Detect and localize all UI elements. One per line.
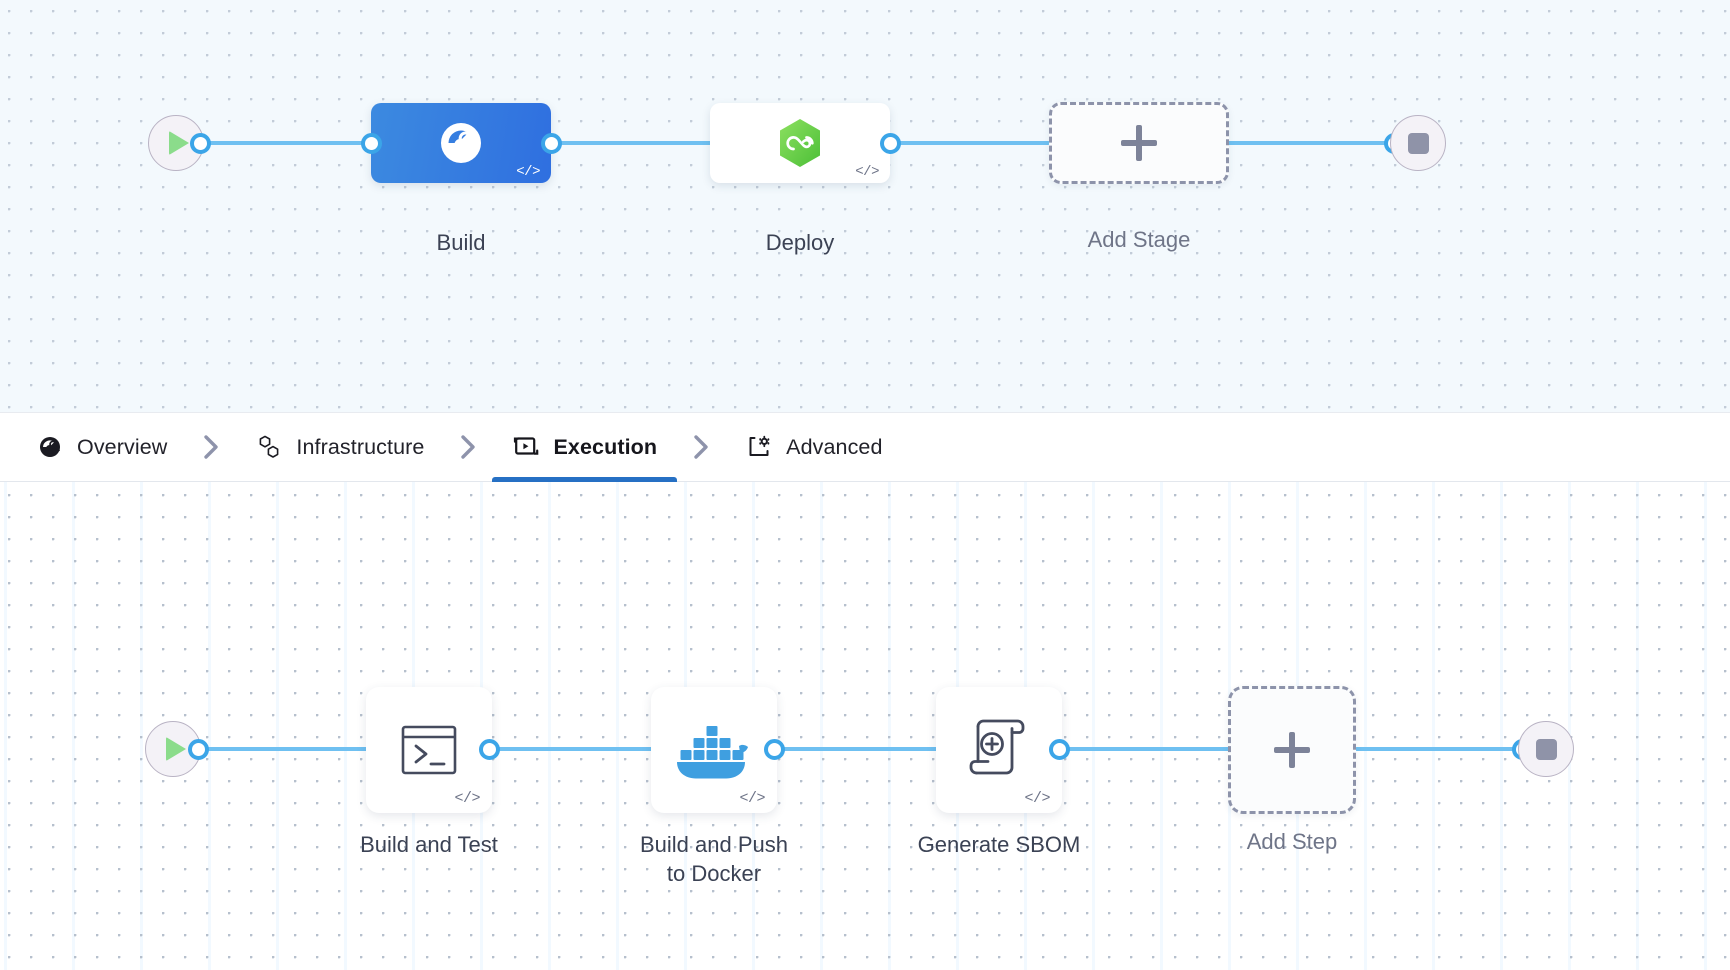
stage-port-deploy-out[interactable] <box>880 133 901 154</box>
add-step-button[interactable] <box>1228 686 1356 814</box>
stage-edge-deploy-add <box>880 141 1050 145</box>
stage-config-tabs: Overview Infrastructure <box>0 412 1730 482</box>
add-stage-button[interactable] <box>1049 102 1229 184</box>
stage-port-build-out[interactable] <box>541 133 562 154</box>
step-node-build-and-push-to-docker[interactable]: </> <box>651 687 777 813</box>
execution-icon <box>512 433 540 461</box>
stage-graph-canvas[interactable]: </> Build </> <box>0 0 1730 412</box>
overview-icon <box>36 433 64 461</box>
stage-edge-start-build <box>200 141 380 145</box>
docker-icon <box>677 726 748 779</box>
stage-port-build-in[interactable] <box>361 133 382 154</box>
stop-icon <box>1390 115 1446 171</box>
stage-end-node[interactable] <box>1390 115 1446 171</box>
tab-infrastructure-label: Infrastructure <box>296 434 425 459</box>
harness-cd-icon <box>780 119 820 167</box>
step-code-badge: </> <box>454 790 480 807</box>
step-end-node[interactable] <box>1518 721 1574 777</box>
stage-code-badge: </> <box>516 164 540 180</box>
step-label-generate-sbom: Generate SBOM <box>917 832 1081 857</box>
plus-icon <box>1274 732 1310 768</box>
add-stage-label: Add Stage <box>1087 227 1191 252</box>
step-edge-3-add <box>1048 747 1238 751</box>
tab-execution-label: Execution <box>553 434 658 459</box>
step-code-badge: </> <box>1024 790 1050 807</box>
add-step-label: Add Step <box>1246 829 1338 854</box>
step-node-generate-sbom[interactable]: </> <box>936 687 1062 813</box>
tab-advanced[interactable]: Advanced <box>739 412 888 482</box>
tab-advanced-label: Advanced <box>786 434 883 459</box>
terminal-icon <box>401 725 457 775</box>
tab-execution[interactable]: Execution <box>492 412 678 482</box>
chevron-right-icon <box>663 432 739 462</box>
execution-graph-canvas[interactable]: </> Build and Test <box>0 482 1730 970</box>
step-port-3-out[interactable] <box>1049 739 1070 760</box>
tab-underline <box>492 477 678 482</box>
step-edge-1-2 <box>478 747 663 751</box>
step-edge-2-3 <box>763 747 948 751</box>
stage-edge-add-end <box>1220 141 1400 145</box>
stage-edge-build-deploy <box>540 141 720 145</box>
step-port-start-out[interactable] <box>188 739 209 760</box>
stage-node-deploy[interactable]: </> <box>710 103 890 183</box>
plus-icon <box>1121 125 1157 161</box>
stage-node-build[interactable]: </> <box>371 103 551 183</box>
tab-overview[interactable]: Overview <box>30 412 173 482</box>
step-port-2-out[interactable] <box>764 739 785 760</box>
stage-port-start-out[interactable] <box>190 133 211 154</box>
stop-icon <box>1518 721 1574 777</box>
stage-label-deploy: Deploy <box>765 230 835 255</box>
step-code-badge: </> <box>739 790 765 807</box>
step-label-build-and-test: Build and Test <box>360 832 498 857</box>
tab-infrastructure[interactable]: Infrastructure <box>249 412 430 482</box>
stage-label-build: Build <box>436 230 486 255</box>
step-node-build-and-test[interactable]: </> <box>366 687 492 813</box>
advanced-icon <box>745 433 773 461</box>
sbom-scroll-icon <box>969 719 1025 775</box>
step-port-1-out[interactable] <box>479 739 500 760</box>
step-edge-add-end <box>1355 747 1515 751</box>
step-edge-start-1 <box>196 747 381 751</box>
chevron-right-icon <box>173 432 249 462</box>
infrastructure-icon <box>255 433 283 461</box>
stage-code-badge: </> <box>855 164 879 180</box>
tab-overview-label: Overview <box>77 434 168 459</box>
step-label-build-and-push-to-docker: Build and Push to Docker <box>640 832 788 887</box>
harness-ci-icon <box>441 123 481 163</box>
chevron-right-icon <box>430 432 506 462</box>
